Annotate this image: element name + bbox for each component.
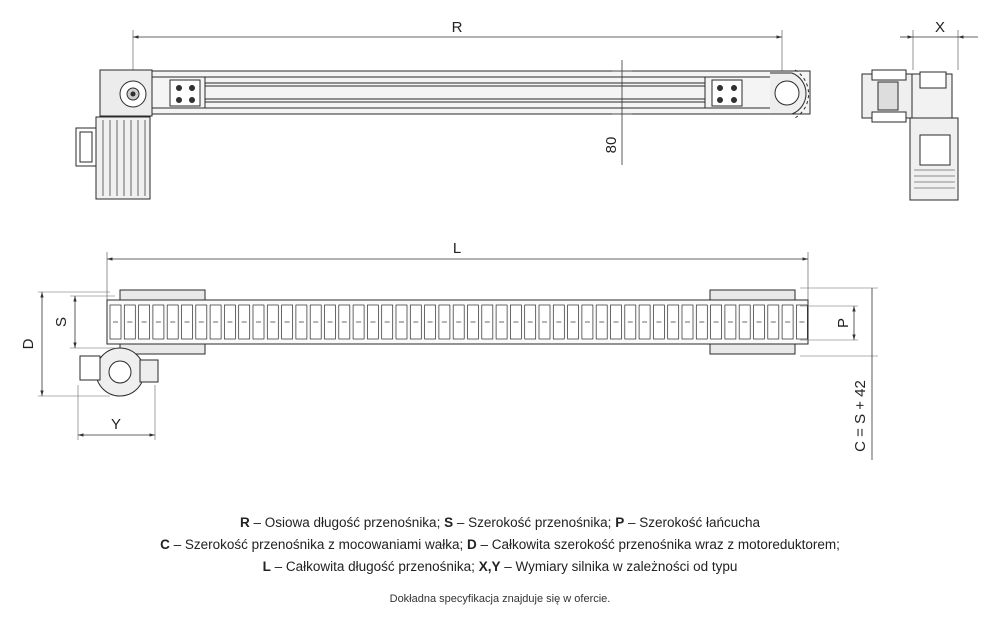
legend-text-c: – Szerokość przenośnika z mocowaniami wa… <box>169 537 467 552</box>
label-80: 80 <box>603 137 620 154</box>
legend-key-s: S <box>444 515 454 530</box>
legend-key-xy: X,Y <box>478 559 501 574</box>
dimension-c <box>800 287 878 460</box>
dimension-x <box>900 30 978 70</box>
label-p: P <box>835 318 852 328</box>
legend-key-r: R <box>239 515 250 530</box>
dimension-l <box>106 252 809 300</box>
label-c: C = S + 42 <box>852 380 869 452</box>
dimension-80 <box>612 60 632 165</box>
dimension-r <box>132 30 783 75</box>
legend-key-c: C <box>160 537 170 552</box>
end-view <box>861 30 978 201</box>
label-l: L <box>453 240 461 257</box>
legend-text-xy: – Wymiary silnika w zależności od typu <box>500 559 738 574</box>
chain-links <box>109 304 808 340</box>
legend-line-3: L – Całkowita długość przenośnika; X,Y –… <box>0 559 1000 574</box>
legend-text-l: – Całkowita długość przenośnika; <box>270 559 479 574</box>
label-x: X <box>935 19 945 36</box>
label-s: S <box>53 317 70 327</box>
legend-text-p: – Szerokość łańcucha <box>624 515 761 530</box>
legend-line-2: C – Szerokość przenośnika z mocowaniami … <box>0 537 1000 552</box>
specification-note: Dokładna specyfikacja znajduje się w ofe… <box>389 593 611 605</box>
legend-line-1: R – Osiowa długość przenośnika; S – Szer… <box>0 515 1000 530</box>
dimension-y <box>77 385 156 440</box>
legend-key-d: D <box>466 537 477 552</box>
label-y: Y <box>111 416 121 433</box>
dimension-d <box>38 291 110 397</box>
side-view <box>75 30 811 200</box>
legend-text-r: – Osiowa długość przenośnika; <box>249 515 445 530</box>
legend-key-l: L <box>262 559 271 574</box>
dimension-p <box>800 305 858 341</box>
legend-text-d: – Całkowita szerokość przenośnika wraz z… <box>476 537 840 552</box>
label-r: R <box>452 19 463 36</box>
label-d: D <box>20 338 37 349</box>
dimension-s <box>70 295 115 349</box>
top-view <box>38 252 878 460</box>
legend-text-s: – Szerokość przenośnika; <box>453 515 616 530</box>
legend-key-p: P <box>615 515 625 530</box>
